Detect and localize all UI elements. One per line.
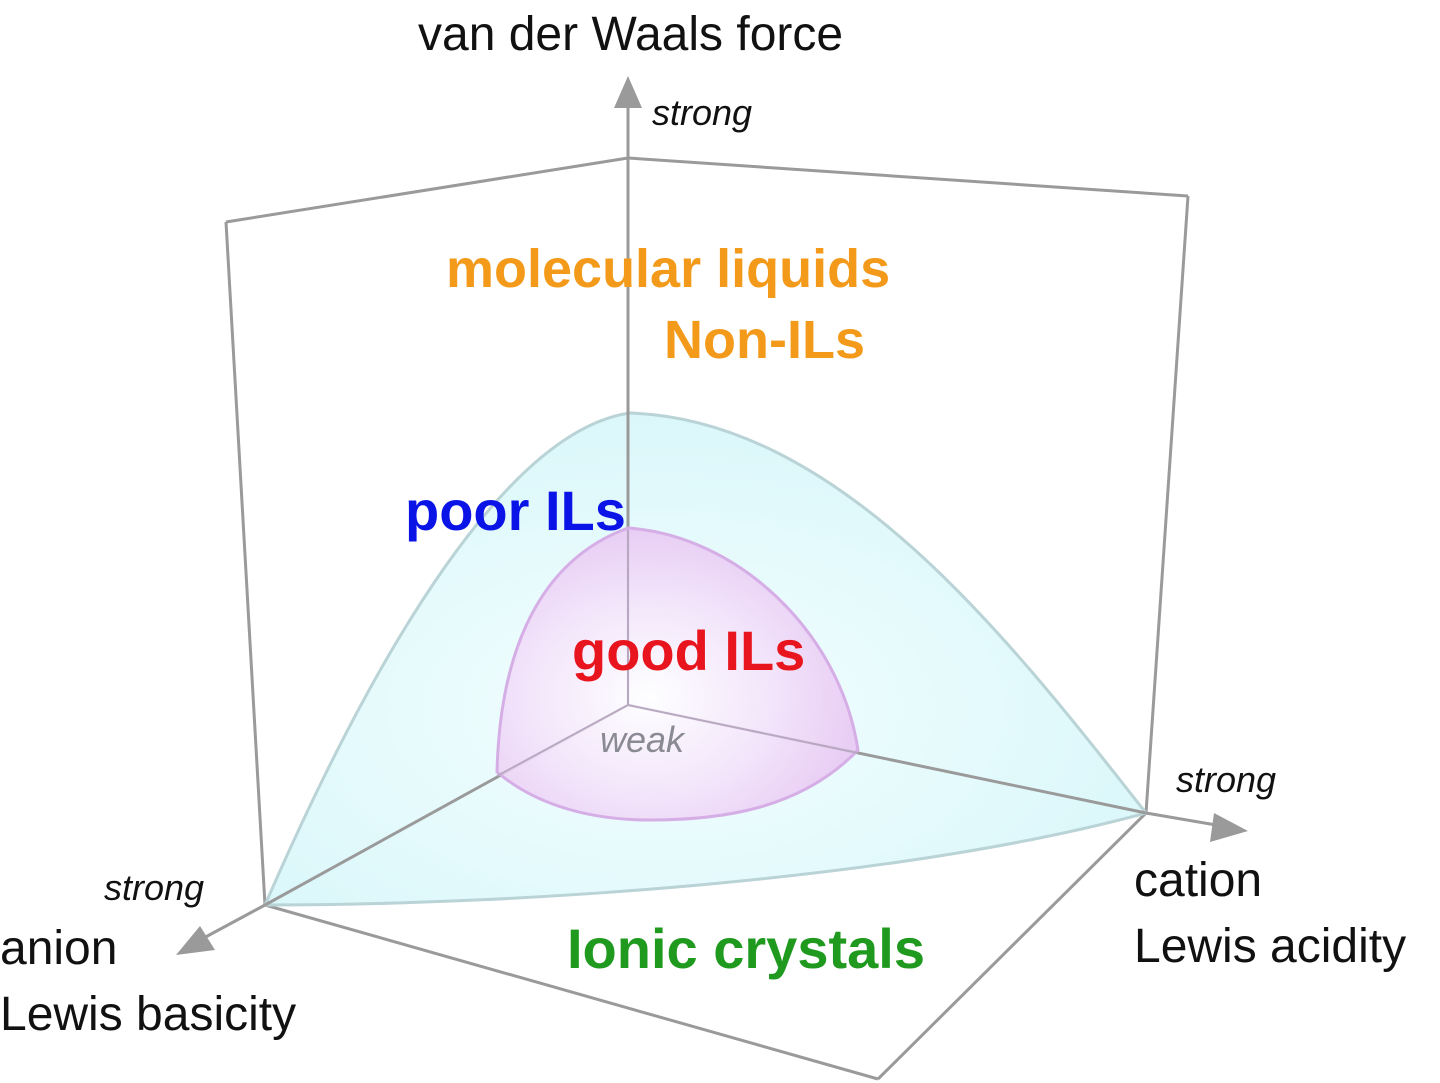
cation-axis-title-line1: cation	[1134, 854, 1262, 907]
axis-arrows	[176, 76, 1248, 955]
anion-axis-title-line2: Lewis basicity	[0, 988, 296, 1041]
anion-axis-overlay	[496, 704, 629, 777]
cation-arrow-head	[1210, 813, 1248, 842]
good-ils-region	[495, 526, 860, 822]
anion-arrow-head	[176, 926, 215, 955]
frame-top-right-edge	[627, 156, 1189, 198]
frame-bottom-right-edge	[876, 811, 1148, 1081]
frame-right-vertical-edge	[1144, 195, 1190, 814]
anion-strong-label: strong	[104, 867, 204, 908]
good-ils-label: good ILs	[572, 619, 805, 682]
vertical-axis-title: van der Waals force	[418, 8, 843, 61]
vertical-strong-label: strong	[652, 92, 752, 133]
poor-ils-label: poor ILs	[405, 479, 626, 542]
inner-axes-overlay	[496, 530, 859, 777]
cation-arrow-shaft	[1145, 811, 1223, 828]
cation-axis-overlay	[627, 704, 859, 754]
cation-strong-label: strong	[1176, 759, 1276, 800]
box-frame	[224, 156, 1190, 1081]
cation-axis-title-line2: Lewis acidity	[1134, 920, 1406, 973]
vertical-arrow-head	[614, 76, 642, 108]
frame-left-vertical-edge	[224, 221, 267, 906]
anion-axis-title-line1: anion	[0, 922, 117, 975]
ionic-crystals-label: Ionic crystals	[567, 917, 925, 980]
non-ils-label: Non-ILs	[664, 310, 865, 370]
frame-top-left-edge	[225, 156, 629, 224]
molecular-liquids-label: molecular liquids	[446, 239, 890, 299]
origin-weak-label: weak	[600, 719, 686, 760]
frame-bottom-left-edge	[264, 903, 879, 1081]
anion-arrow-shaft	[199, 903, 266, 942]
